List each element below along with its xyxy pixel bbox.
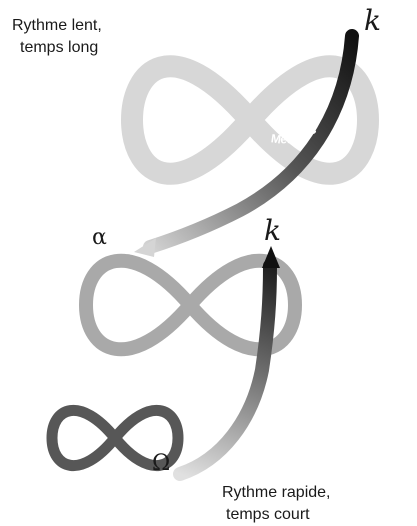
omega-symbol: Ω	[152, 451, 170, 476]
revolte-arrowhead	[262, 246, 280, 268]
loop-small	[46, 404, 184, 472]
k-top-symbol: k	[364, 4, 381, 37]
memoire-arrowhead	[134, 238, 156, 257]
fast-rhythm-line2: temps court	[226, 506, 310, 523]
k-middle-symbol: k	[264, 214, 281, 247]
slow-rhythm-line2: temps long	[20, 39, 98, 56]
revolte-arrow: Révolte	[173, 246, 280, 481]
fast-rhythm-line1: Rythme rapide,	[222, 484, 331, 501]
loop-large	[120, 55, 380, 185]
slow-rhythm-line1: Rythme lent,	[12, 17, 102, 34]
loop-medium	[78, 253, 303, 357]
alpha-symbol: α	[92, 225, 107, 250]
